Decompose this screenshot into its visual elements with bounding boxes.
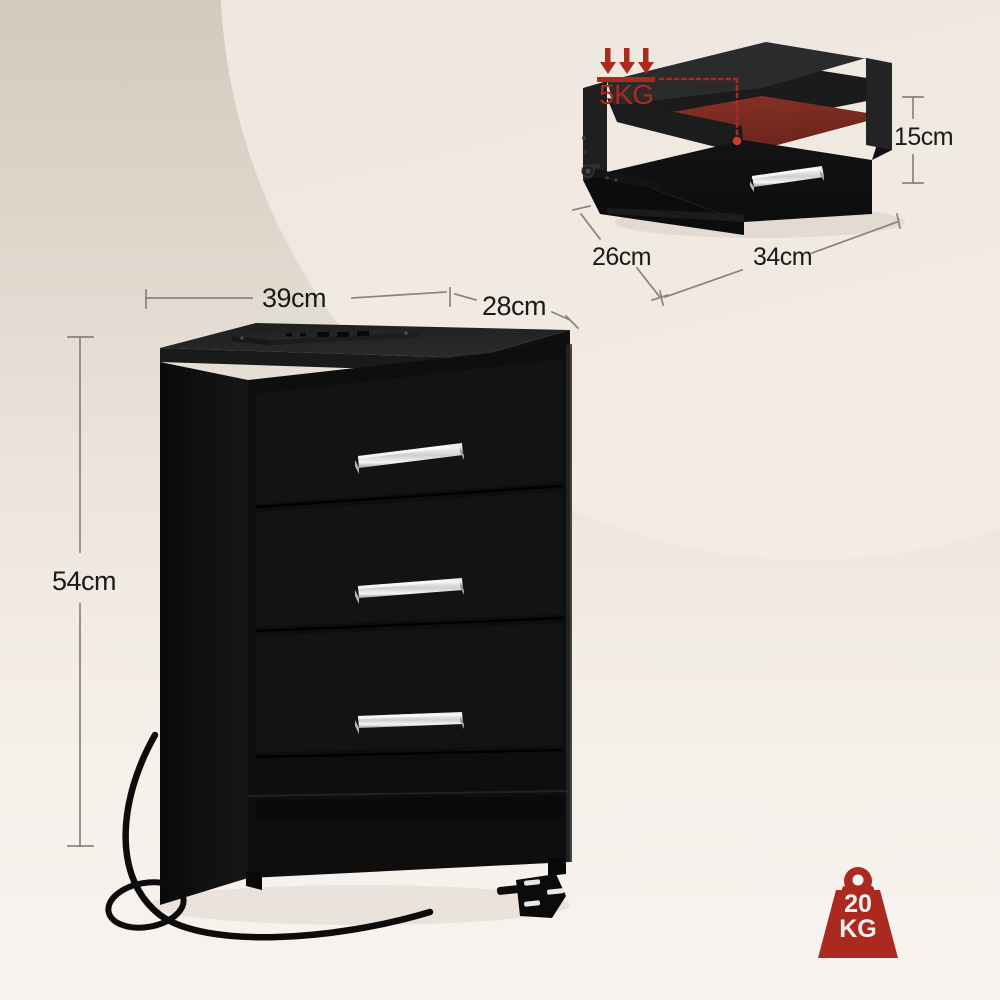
dimension-label-cabinet-width: 39cm — [262, 283, 327, 313]
drawer-face-2 — [256, 491, 563, 627]
power-strip — [232, 330, 420, 345]
weight-capacity-badge: 20 KG — [806, 866, 910, 966]
drawer-face-3 — [256, 623, 563, 752]
uk-plug-icon — [496, 874, 566, 918]
dimension-label-drawer-height: 15cm — [894, 123, 954, 151]
drawer-detail-handle — [750, 166, 824, 192]
cabinet-top-panel — [160, 323, 570, 358]
load-arrows-icon — [597, 48, 655, 82]
dimension-label-drawer-width: 34cm — [753, 243, 813, 271]
cabinet-handle-3 — [355, 712, 464, 734]
cabinet-handle-2 — [355, 578, 464, 604]
weight-icon — [818, 867, 898, 958]
load-label-5kg: 5KG — [599, 79, 654, 110]
power-cable — [122, 731, 434, 941]
dimension-label-drawer-depth: 26cm — [592, 243, 652, 271]
dimension-label-cabinet-depth: 28cm — [482, 291, 547, 321]
cabinet-left-side-panel — [160, 362, 248, 905]
cabinet-handle-1 — [355, 443, 464, 474]
dimension-label-cabinet-height: 54cm — [52, 566, 117, 596]
drawer-face-1 — [256, 359, 563, 504]
